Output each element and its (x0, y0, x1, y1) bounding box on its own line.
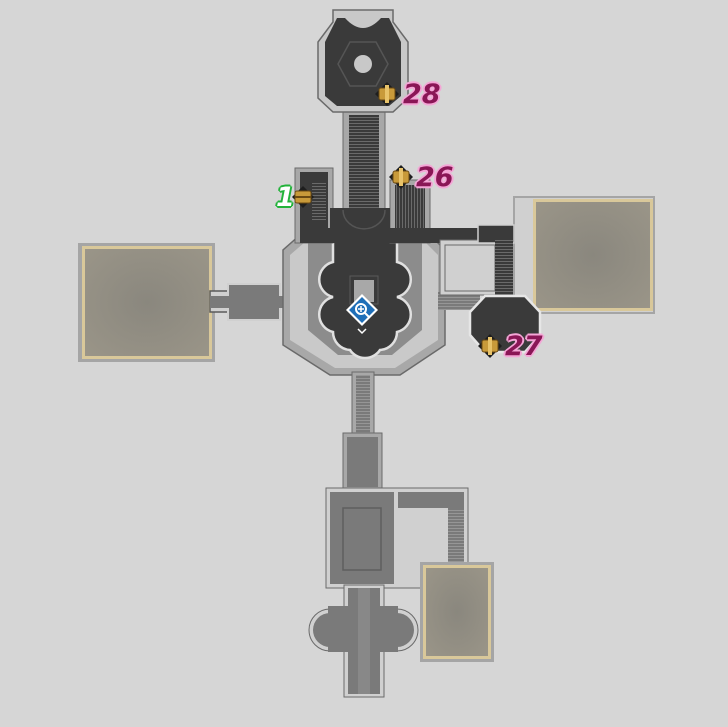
west-corridor (209, 283, 295, 321)
magnifier-plus-icon[interactable] (346, 294, 378, 335)
treasure-chest-icon[interactable] (389, 165, 413, 189)
marker-label-27: 27 (505, 331, 543, 362)
treasure-chest-icon[interactable] (478, 334, 502, 358)
treasure-chest-icon[interactable] (292, 186, 314, 208)
treasure-chest-icon[interactable] (375, 82, 399, 106)
west-room (78, 243, 215, 362)
south-wing (308, 371, 494, 698)
marker-label-1: 1 (276, 182, 295, 213)
marker-label-28: 28 (403, 79, 441, 110)
upper-plaza (294, 167, 480, 244)
marker-label-26: 26 (416, 162, 454, 193)
north-wing (317, 9, 409, 211)
east-room (513, 196, 655, 314)
